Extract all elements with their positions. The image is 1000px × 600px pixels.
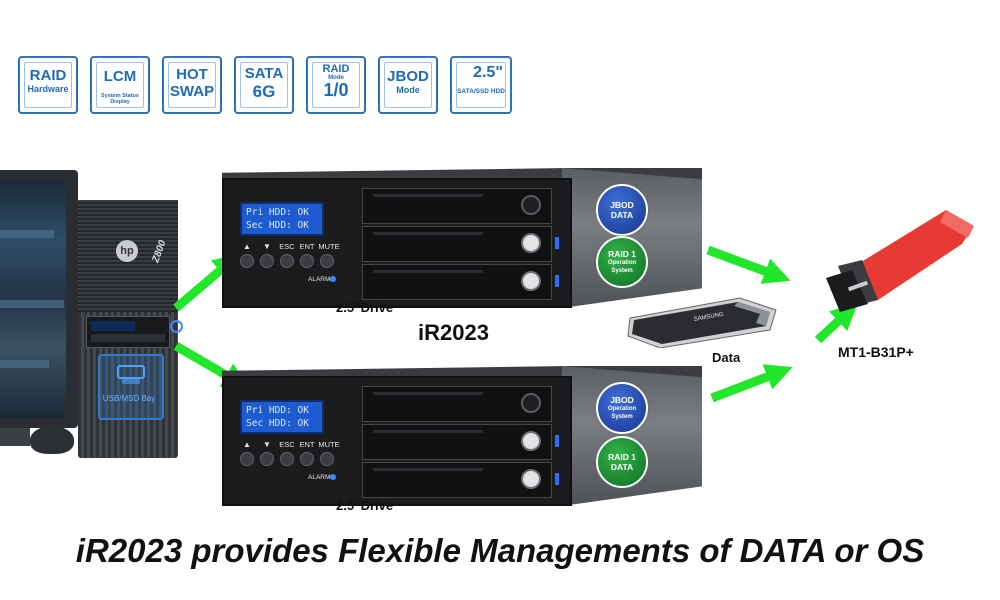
power-button (170, 320, 183, 333)
unit-front-panel: Pri HDD: OK Sec HDD: OK ▲ ▼ ESC ENT MUTE… (222, 376, 572, 506)
down-button[interactable] (260, 452, 274, 466)
lock-icon (521, 233, 541, 253)
product-name: iR2023 (418, 320, 489, 345)
jbod-data-circle-top: JBOD DATA (596, 184, 648, 236)
up-button[interactable] (240, 452, 254, 466)
hot-swap-badge: HOT SWAP (162, 56, 222, 114)
screen-decoration (0, 230, 54, 238)
mouse (30, 426, 74, 454)
green-arrows (173, 245, 858, 403)
ir2023-unit-top: Pri HDD: OK Sec HDD: OK ▲ ▼ ESC ENT MUTE… (222, 168, 702, 318)
drive-tray-2[interactable] (362, 226, 559, 262)
data-caption: Data (712, 350, 741, 365)
alarm-led (330, 474, 336, 480)
raid1-os-circle-top: RAID 1 Operation System (596, 236, 648, 288)
screen-decoration (0, 300, 64, 308)
tower-grille (78, 200, 178, 312)
ent-label: ENT (299, 242, 315, 251)
mute-label: MUTE (318, 440, 340, 449)
mute-button[interactable] (320, 452, 334, 466)
ent-button[interactable] (300, 452, 314, 466)
esc-button[interactable] (280, 254, 294, 268)
drive-size-badge: 2.5" SATA/SSD HDD (450, 56, 512, 114)
drive-tray-1[interactable] (362, 386, 552, 422)
lock-icon (521, 393, 541, 413)
lock-icon (521, 431, 541, 451)
mt1-b31p-enclosure-image (826, 210, 974, 312)
jbod-mode-badge: JBOD Mode (378, 56, 438, 114)
monitor-stand (0, 428, 30, 446)
ent-button[interactable] (300, 254, 314, 268)
hp-logo: hp (116, 240, 138, 262)
bottom-drive-caption: 2.5”Drive (336, 498, 394, 513)
unit-front-panel: Pri HDD: OK Sec HDD: OK ▲ ▼ ESC ENT MUTE… (222, 178, 572, 308)
lcd-display: Pri HDD: OK Sec HDD: OK (240, 202, 324, 236)
arrow-bottom-unit-to-ext (710, 364, 793, 403)
up-arrow-icon: ▲ (243, 242, 251, 251)
up-arrow-icon: ▲ (243, 440, 251, 449)
mute-label: MUTE (318, 242, 340, 251)
raid1-data-circle-bottom: RAID 1 DATA (596, 436, 648, 488)
ent-label: ENT (299, 440, 315, 449)
lcd-display: Pri HDD: OK Sec HDD: OK (240, 400, 324, 434)
screen-decoration (0, 360, 49, 368)
ssd-drive-image: SAMSUNG (627, 297, 777, 348)
feature-badges: RAID Hardware LCM System Status Display … (18, 56, 518, 118)
drive-tray-2[interactable] (362, 424, 559, 460)
sata-6g-badge: SATA 6G (234, 56, 294, 114)
esc-label: ESC (279, 242, 295, 251)
lock-icon (521, 271, 541, 291)
alarm-label: ALARM (308, 276, 331, 283)
esc-button[interactable] (280, 452, 294, 466)
arrow-into-ext-enclosure (814, 302, 858, 344)
up-button[interactable] (240, 254, 254, 268)
arrow-top-unit-to-ext (706, 245, 791, 284)
svg-text:SAMSUNG: SAMSUNG (693, 312, 724, 323)
down-button[interactable] (260, 254, 274, 268)
drive-tray-3[interactable] (362, 462, 559, 498)
arrow-pc-to-top-unit (173, 253, 241, 312)
lock-icon (521, 195, 541, 215)
tower-bay-label: USB/MSD Bay (102, 394, 156, 403)
drive-tray-3[interactable] (362, 264, 559, 300)
alarm-label: ALARM (308, 474, 331, 481)
external-product-name: MT1-B31P+ (838, 344, 914, 360)
headline: iR2023 provides Flexible Managements of … (75, 532, 925, 569)
down-arrow-icon: ▼ (263, 440, 271, 449)
down-arrow-icon: ▼ (263, 242, 271, 251)
alarm-led (330, 276, 336, 282)
lock-icon (521, 469, 541, 489)
tower-bay-highlight (98, 354, 164, 420)
monitor-screen (0, 180, 66, 418)
jbod-os-circle-bottom: JBOD Operation System (596, 382, 648, 434)
esc-label: ESC (279, 440, 295, 449)
ir2023-unit-bottom: Pri HDD: OK Sec HDD: OK ▲ ▼ ESC ENT MUTE… (222, 366, 702, 516)
mute-button[interactable] (320, 254, 334, 268)
drive-tray-1[interactable] (362, 188, 552, 224)
raid-hardware-badge: RAID Hardware (18, 56, 78, 114)
top-drive-caption: 2.5”Drive (336, 300, 394, 315)
raid-mode-badge: RAID Mode 1/0 (306, 56, 366, 114)
tower-drive-bay (86, 316, 170, 348)
lcm-badge: LCM System Status Display (90, 56, 150, 114)
